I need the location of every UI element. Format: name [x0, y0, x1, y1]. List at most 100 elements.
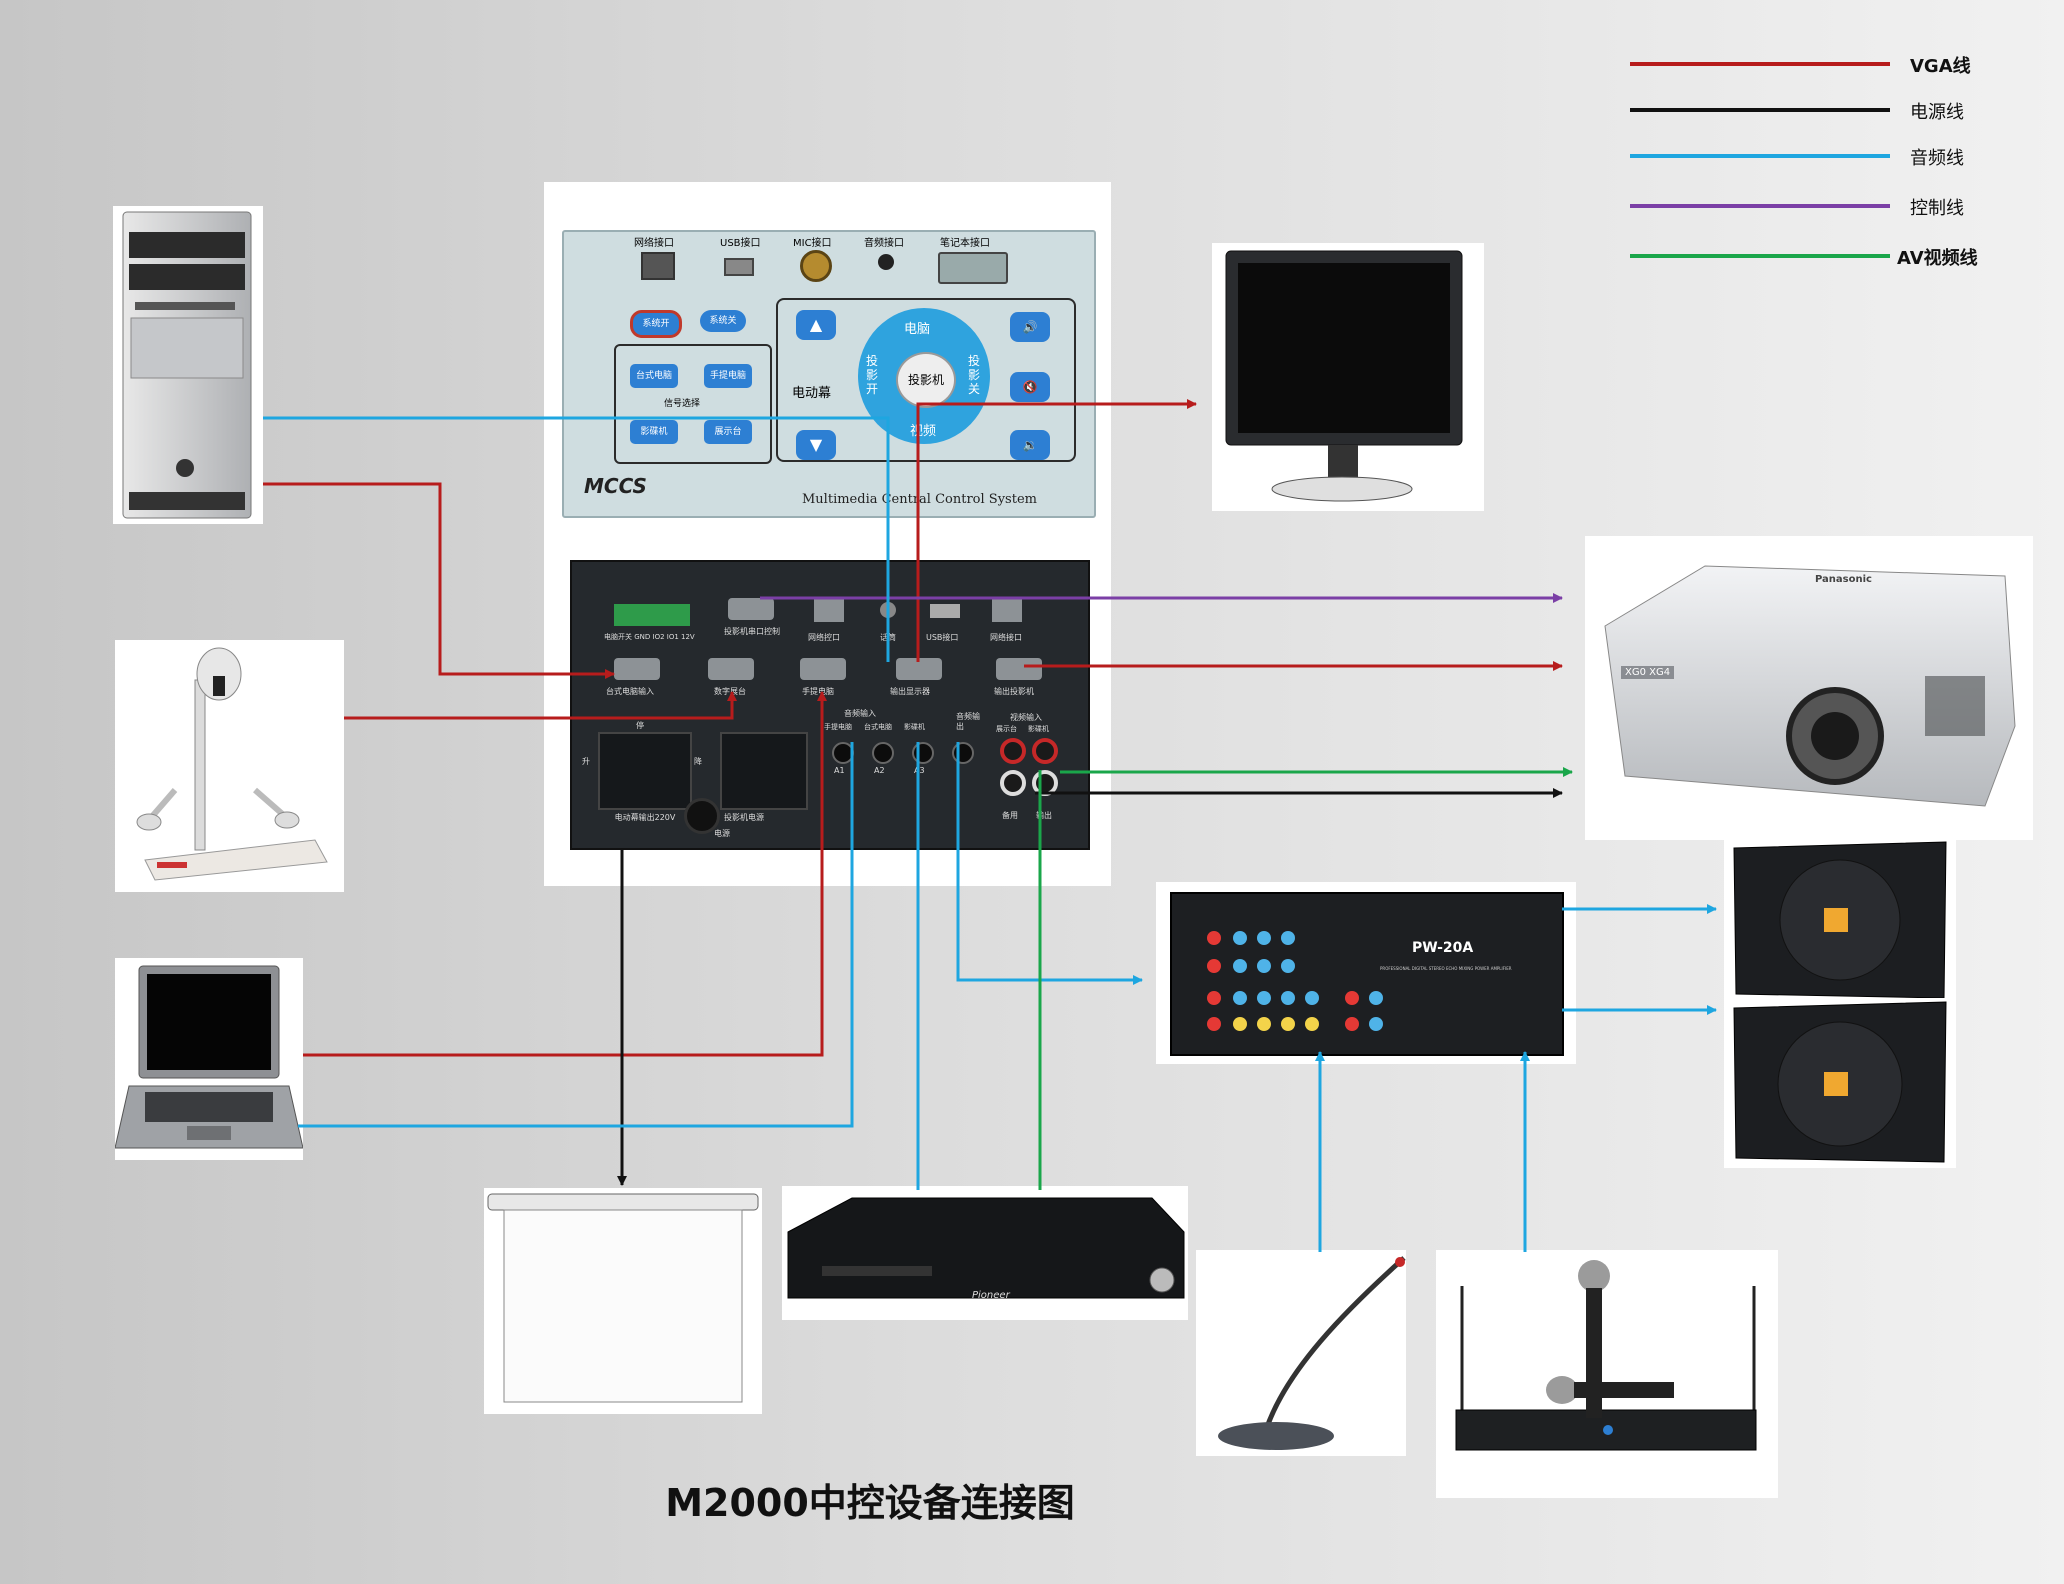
audio-in-label-dvd: 影碟机 [904, 723, 925, 731]
dvd-brand-label: Pioneer [972, 1290, 1010, 1301]
projector-image: XG0 XG4 Panasonic [1585, 536, 2033, 840]
projector-serial-label: 投影机串口控制 [724, 627, 780, 636]
projector-on-button[interactable]: 投影开 [866, 354, 879, 396]
gooseneck-mic-image [1196, 1250, 1406, 1456]
monitor-image [1212, 243, 1484, 511]
audio-wire-amplifier [956, 742, 1143, 985]
volume-up-button[interactable]: 🔊 [1010, 312, 1050, 342]
system-on-label: 系统开 [642, 319, 670, 329]
signal-select-group [614, 344, 772, 464]
terminal-label: 电脑开关 GND IO2 IO1 12V [604, 633, 695, 641]
vga-out-monitor-label: 输出显示器 [890, 687, 930, 696]
network-back-port [992, 598, 1022, 622]
projector-center-button[interactable]: 投影机 [896, 352, 956, 408]
usb-back-port [930, 604, 960, 618]
vga-wire-visualizer [344, 691, 737, 720]
system-off-label: 系统关 [709, 316, 737, 326]
vga-in-laptop [800, 658, 846, 680]
computer-button[interactable]: 电脑 [904, 322, 931, 337]
amplifier-knobs [1207, 931, 1383, 1031]
projector-power-socket [720, 732, 808, 810]
panel-port-label-audio: 音频接口 [864, 238, 904, 249]
terminal-block [614, 604, 690, 626]
projector-brand-label: Panasonic [1815, 574, 1872, 585]
volume-down-button[interactable]: 🔉 [1010, 430, 1050, 460]
audio-channel-a1: A1 [834, 766, 845, 775]
desktop-pc-button[interactable]: 台式电脑 [630, 364, 678, 388]
rca-red-1 [1000, 738, 1026, 764]
rca-red-2 [1032, 738, 1058, 764]
video-out-label-output: 输出 [1036, 811, 1052, 820]
screen-power-label: 电动幕输出220V [614, 813, 676, 822]
laptop-vga-port [938, 252, 1008, 284]
amplifier-model: PW-20A [1412, 940, 1474, 956]
vga-wire-desktop [263, 482, 615, 679]
audio-in-label-desktop: 台式电脑 [864, 723, 892, 731]
screen-up-label: 升 [582, 757, 590, 766]
network-control-port [814, 598, 844, 622]
projector-center-label: 投影机 [907, 373, 944, 387]
usb-back-label: USB接口 [926, 633, 959, 642]
laptop-button[interactable]: 手提电脑 [704, 364, 752, 388]
usb-port [724, 258, 754, 276]
dvd-player-image: Pioneer [782, 1186, 1188, 1320]
vga-wire-laptop [303, 691, 827, 1057]
vga-in-desktop [614, 658, 660, 680]
system-off-button[interactable]: 系统关 [700, 310, 746, 332]
screen-down-label: 降 [694, 757, 702, 766]
rca-white-1 [1000, 770, 1026, 796]
signal-select-label: 信号选择 [664, 399, 701, 409]
audio-wire-laptop [298, 742, 854, 1128]
legend-label-audio: 音频线 [1910, 148, 1964, 169]
audio-channel-a2: A2 [874, 766, 885, 775]
screen-stop-label: 停 [636, 721, 644, 730]
audio-in-label-laptop: 手提电脑 [824, 723, 852, 731]
projection-screen-image [484, 1188, 762, 1414]
legend-label-power: 电源线 [1910, 102, 1964, 123]
back-panel-image: 电脑开关 GND IO2 IO1 12V 投影机串口控制 网络控口 话筒 USB… [544, 522, 1111, 886]
audio-jack-a2 [872, 742, 894, 764]
video-in-title: 视频输入 [1010, 713, 1042, 722]
audio-in-title: 音频输入 [844, 709, 876, 718]
amplifier-subtitle: PROFESSIONAL DIGITAL STEREO ECHO MIXING … [1380, 966, 1512, 971]
visualizer-image [115, 640, 344, 892]
network-control-label: 网络控口 [808, 633, 840, 642]
projector-serial-port [728, 598, 774, 620]
network-back-label: 网络接口 [990, 633, 1022, 642]
laptop-label: 手提电脑 [709, 371, 746, 381]
vga-out-projector-label: 输出投影机 [994, 687, 1034, 696]
projector-power-label: 投影机电源 [724, 813, 764, 822]
vga-in-visualizer [708, 658, 754, 680]
legend-label-av: AV视频线 [1897, 248, 1978, 269]
laptop-image [115, 958, 303, 1160]
video-player-button[interactable]: 影碟机 [630, 420, 678, 444]
video-in-label-visualizer: 展示台 [996, 725, 1017, 733]
vga-out-monitor [896, 658, 942, 680]
video-player-label: 影碟机 [640, 427, 668, 437]
visualizer-label: 展示台 [714, 427, 742, 437]
vga-wire-monitor [916, 399, 1197, 662]
legend-lines [1630, 62, 1890, 258]
mic-port [800, 250, 832, 282]
audio-out-label: 音频输出 [956, 712, 980, 731]
screen-up-button[interactable]: ▲ [796, 310, 836, 340]
main-power-label: 电源 [714, 829, 730, 838]
vga-out-projector [996, 658, 1042, 680]
panel-port-label-usb: USB接口 [720, 238, 761, 249]
audio-port [878, 254, 894, 270]
main-power-cord [684, 798, 720, 834]
mute-button[interactable]: 🔇 [1010, 372, 1050, 402]
projector-off-button[interactable]: 投影关 [968, 354, 981, 396]
legend-label-control: 控制线 [1910, 198, 1964, 219]
screen-label: 电动幕 [792, 386, 832, 401]
system-on-button[interactable]: 系统开 [630, 310, 682, 338]
panel-port-label-mic: MIC接口 [793, 238, 832, 249]
network-port [641, 252, 675, 280]
screen-down-button[interactable]: ▼ [796, 430, 836, 460]
projector-control-group [776, 298, 1076, 462]
visualizer-button[interactable]: 展示台 [704, 420, 752, 444]
control-panel-image: 网络接口 USB接口 MIC接口 音频接口 笔记本接口 系统开 系统关 台式电脑… [544, 182, 1111, 522]
audio-wire-desktop [263, 416, 890, 662]
desktop-pc-image [113, 206, 263, 524]
